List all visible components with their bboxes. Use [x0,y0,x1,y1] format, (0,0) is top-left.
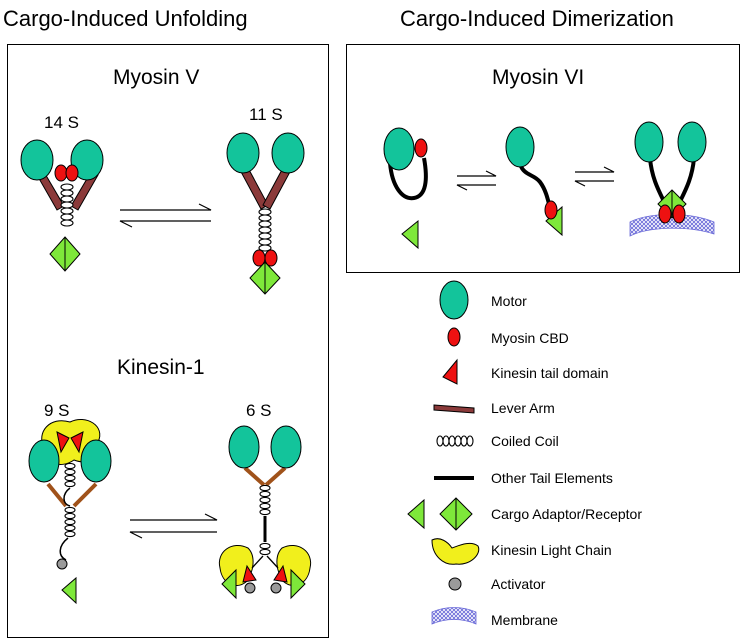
legend-label-myosin-cbd: Myosin CBD [491,330,569,346]
myosin-cbd-icon [54,164,68,182]
myosin-v-11s-label: 11 S [249,105,283,124]
kinesin-tail-icon [70,431,84,454]
motor-icon [439,280,469,320]
legend-label-coiled-coil: Coiled Coil [491,433,559,449]
coiled-coil-icon [436,435,474,447]
coiled-coil-icon [259,542,271,556]
myosin-cbd-icon [658,204,672,224]
coiled-coil-icon [60,183,74,227]
myosin-cbd-icon [672,204,686,224]
myosin-cbd-icon [252,249,266,267]
legend-icons [407,280,480,625]
activator-icon [448,577,462,591]
heading-cargo-induced-dimerization: Cargo-Induced Dimerization [400,6,674,31]
equilibrium-arrows [119,203,212,228]
coiled-coil-icon [64,462,76,538]
motor-icon [271,132,305,174]
tail-element-icon [518,163,552,209]
equilibrium-arrows [129,513,218,539]
myosin-cbd-icon [447,327,461,347]
tail-element-icon [59,537,69,561]
activator-icon [270,582,282,594]
myosin-v-open [226,132,305,295]
legend-label-activator: Activator [491,576,546,592]
motor-icon [20,139,54,181]
motor-icon [270,425,302,469]
coiled-coil-icon [258,208,272,252]
cargo-adaptor-icon [61,576,77,605]
legend-label-light-chain: Kinesin Light Chain [491,542,612,558]
motor-icon [228,425,260,469]
kinesin-open [218,425,312,600]
myosin-cbd-icon [264,249,278,267]
kinesin-6s-label: 6 S [246,401,272,420]
membrane-icon [431,607,477,625]
myosin-vi-dimer [629,121,715,237]
motor-icon [505,126,535,168]
cargo-adaptor-icon [221,568,237,600]
lever-arm-icon [433,404,475,414]
heading-cargo-induced-unfolding: Cargo-Induced Unfolding [3,6,248,31]
activator-icon [244,582,256,594]
kinesin-folded [28,419,112,605]
motor-icon [634,121,664,163]
kinesin-tail-icon [273,564,288,583]
myosin-cbd-icon [65,164,79,182]
myosin-vi-title: Myosin VI [492,66,585,89]
myosin-v-title: Myosin V [113,66,200,89]
myosin-v-14s-label: 14 S [44,113,79,132]
cargo-adaptor-icon [407,498,425,530]
kinesin-9s-label: 9 S [44,401,70,420]
myosin-cbd-icon [414,138,428,158]
motor-icon [383,127,415,171]
legend-label-cargo-adaptor: Cargo Adaptor/Receptor [491,506,642,522]
motor-icon [28,439,60,483]
motor-icon [677,121,707,163]
myosin-vi-monomer-folded [383,127,428,250]
cargo-adaptor-icon [290,568,306,600]
kinesin-1-title: Kinesin-1 [117,356,205,379]
legend-label-membrane: Membrane [491,612,558,628]
kinesin-tail-icon [442,358,458,385]
kinesin-tail-icon [242,564,257,583]
activator-icon [56,558,68,570]
equilibrium-arrows [456,166,615,191]
unfolding-panel-frame [7,44,329,638]
legend-label-lever-arm: Lever Arm [491,400,555,416]
membrane-icon [629,214,715,237]
motor-icon [80,439,112,483]
coiled-coil-icon [259,484,271,516]
legend-label-motor: Motor [491,293,527,309]
dimerization-panel-frame [346,44,740,273]
motor-icon [226,132,260,174]
kinesin-tail-icon [56,431,70,454]
myosin-cbd-icon [544,200,558,220]
myosin-v-folded [20,139,104,272]
motor-icon [70,139,104,181]
legend-label-kinesin-tail: Kinesin tail domain [491,365,609,381]
cargo-adaptor-icon [401,219,419,250]
light-chain-icon [431,538,480,565]
myosin-vi-monomer-open [505,126,563,237]
legend-label-other-tail: Other Tail Elements [491,470,613,486]
tail-element-icon [63,487,71,507]
tail-element-icon [388,157,428,201]
